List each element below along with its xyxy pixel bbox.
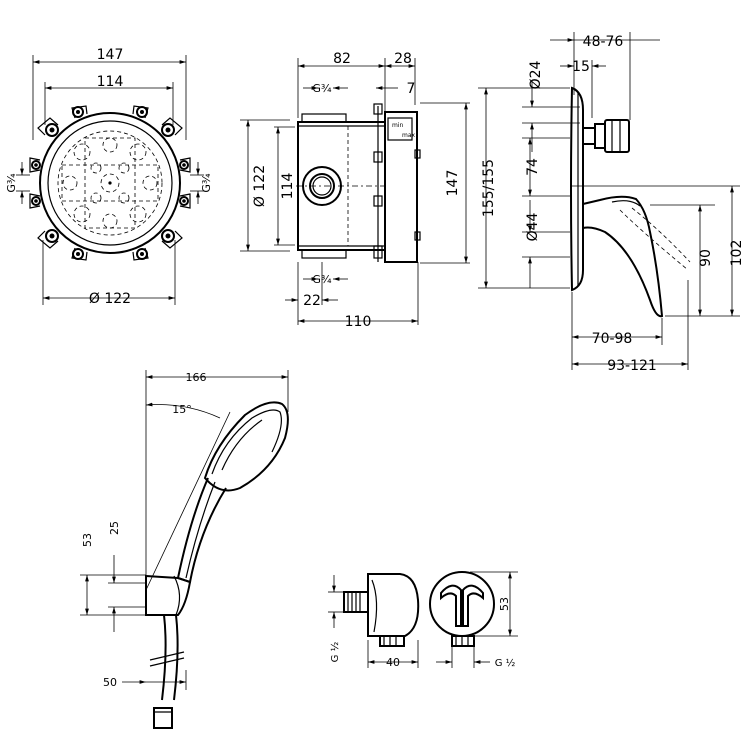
dim-48-76-label: 48-76 [583, 34, 624, 50]
dim-53-hand-label: 53 [81, 533, 94, 547]
mounting-box-front-view: 147 114 Ø 122 [5, 47, 213, 307]
dim-dia-122-label: Ø 122 [89, 291, 131, 307]
dim-114-side-label: 114 [280, 173, 296, 200]
g12-left-label: G ½ [329, 641, 341, 662]
dim-40-label: 40 [386, 656, 400, 669]
g34-right-label: G¾ [200, 173, 213, 193]
dim-dia-24-label: Ø24 [528, 60, 544, 89]
dim-74-label: 74 [525, 158, 541, 176]
angle-15-label: 15° [172, 403, 192, 416]
dim-166-label: 166 [186, 371, 207, 384]
dim-102-label: 102 [729, 240, 745, 267]
label-max: max [402, 132, 416, 139]
dim-22-label: 22 [303, 293, 321, 309]
dim-28-label: 28 [394, 51, 412, 67]
dim-53-outlet-label: 53 [498, 597, 511, 611]
dim-dia-44-label: Ø44 [525, 212, 541, 241]
label-min: min [392, 122, 404, 129]
dim-110-label: 110 [345, 314, 372, 330]
dim-147-side-label: 147 [445, 170, 461, 197]
dim-dia-122-side-label: Ø 122 [252, 165, 268, 207]
mounting-box-side-view: 82 28 G¾ 7 Ø 122 114 147 m [240, 51, 470, 330]
dim-155-label: 155/155 [481, 159, 497, 217]
dim-82-label: 82 [333, 51, 351, 67]
dim-25-label: 25 [108, 521, 121, 535]
dim-114-label: 114 [97, 74, 124, 90]
dim-70-98-label: 70-98 [592, 331, 633, 347]
g12-right-label: G ½ [495, 657, 516, 669]
mixer-side-view: 48-76 15 Ø24 155/155 74 Ø44 [478, 32, 745, 374]
g34-top-label: G¾ [312, 82, 332, 95]
dim-147-label: 147 [97, 47, 124, 63]
dim-90-label: 90 [698, 249, 714, 267]
g34-left-label: G¾ [5, 173, 18, 193]
dim-93-121-label: 93-121 [607, 358, 657, 374]
dim-7-label: 7 [407, 81, 416, 97]
dim-15-label: 15 [572, 59, 590, 75]
dim-50-label: 50 [103, 676, 117, 689]
wall-outlet-view: G ½ 40 53 G ½ [328, 571, 518, 669]
hand-shower-view: 166 15° 53 25 50 [80, 370, 289, 729]
